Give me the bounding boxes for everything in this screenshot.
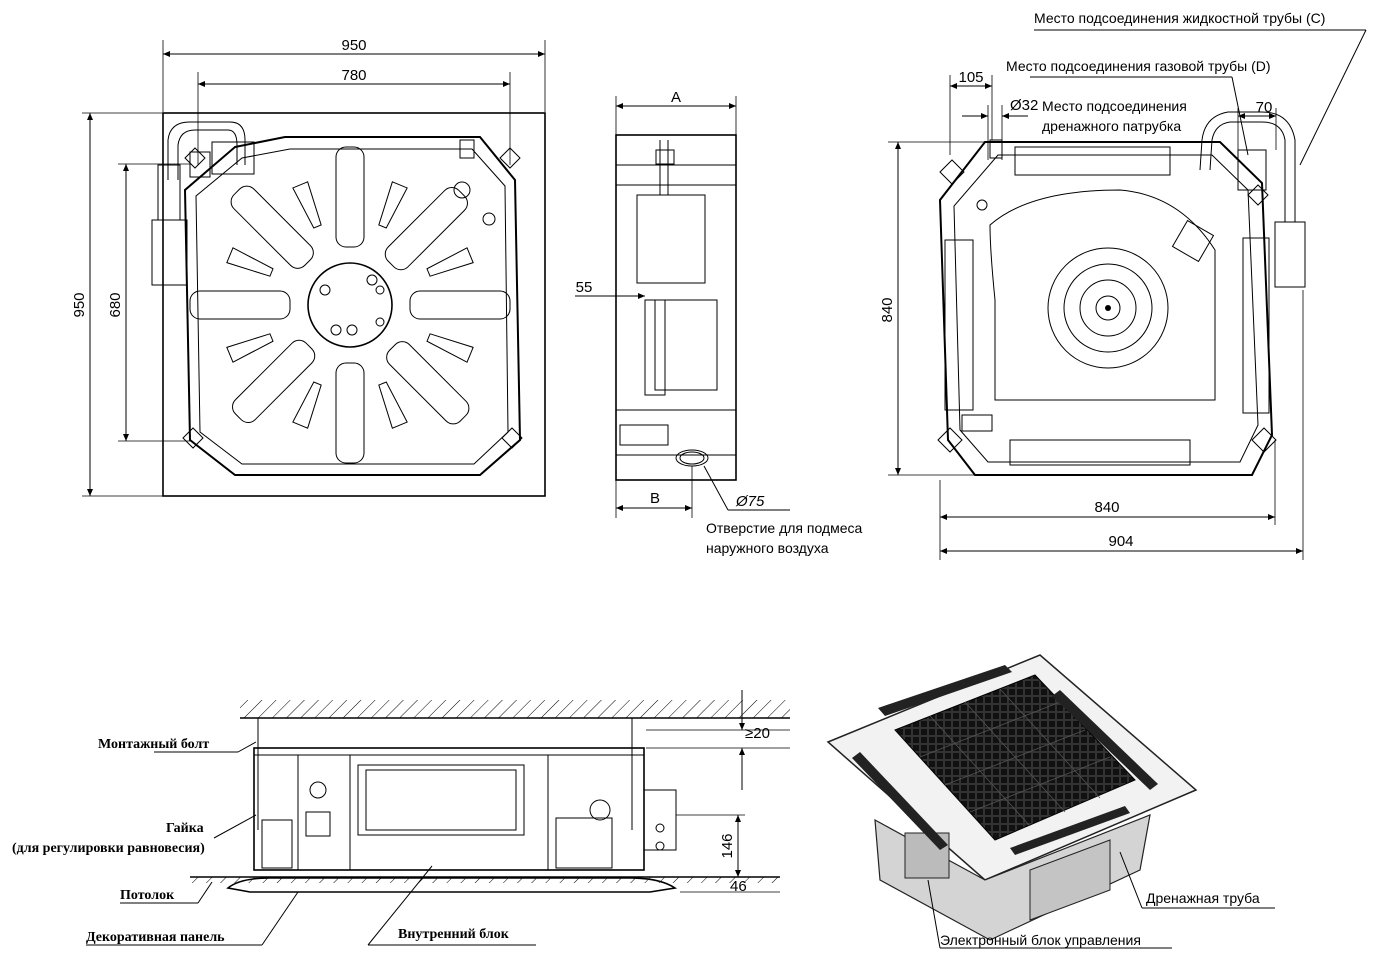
label-ceiling: Потолок [120, 888, 175, 903]
callout-gas-pipe: Место подсоединения газовой трубы (D) [1006, 58, 1271, 74]
dim-70: 70 [1256, 99, 1273, 116]
dim-b: B [650, 490, 660, 507]
dim-46: 46 [730, 878, 747, 895]
side-view: A 55 B Ø75 Отверстие для подмеса наружно… [575, 89, 863, 556]
label-nut: Гайка [166, 821, 204, 836]
dim-105: 105 [958, 69, 983, 86]
dim-phi-75: Ø75 [735, 493, 765, 510]
label-nut-purpose: (для регулировки равновесия) [12, 841, 205, 856]
dim-950-side: 950 [71, 292, 88, 317]
callout-drain-1: Место подсоединения [1042, 98, 1187, 114]
top-fan [189, 146, 511, 464]
dim-780: 780 [341, 67, 366, 84]
perspective-view: Дренажная труба Электронный блок управле… [826, 654, 1275, 949]
callout-control-box: Электронный блок управления [940, 932, 1141, 948]
dim-904: 904 [1108, 533, 1133, 550]
dim-840-vertical: 840 [879, 297, 896, 322]
label-decorative-panel: Декоративная панель [86, 930, 225, 945]
top-view: 950 780 950 680 [71, 37, 546, 497]
install-view: ≥20 146 46 Монтажный болт Гайка (для рег… [12, 690, 790, 946]
callout-liquid-pipe: Место подсоединения жидкостной трубы (C) [1034, 10, 1325, 26]
label-mounting-bolt: Монтажный болт [98, 737, 209, 752]
dim-gap-20: ≥20 [745, 725, 770, 742]
dim-phi-32: Ø32 [1010, 97, 1038, 114]
bottom-view: Место подсоединения жидкостной трубы (C)… [879, 10, 1367, 560]
dim-840-horizontal: 840 [1094, 499, 1119, 516]
label-indoor-unit: Внутренний блок [398, 927, 510, 942]
callout-drain-2: дренажного патрубка [1042, 118, 1181, 134]
callout-drain-pipe: Дренажная труба [1146, 890, 1260, 906]
callout-fresh-air-2: наружного воздуха [706, 540, 829, 556]
dim-950-top: 950 [341, 37, 366, 54]
dim-55: 55 [576, 279, 593, 296]
dim-146: 146 [719, 833, 736, 858]
callout-fresh-air-1: Отверстие для подмеса [706, 520, 863, 536]
dim-680: 680 [107, 292, 124, 317]
dim-a: A [671, 89, 681, 106]
